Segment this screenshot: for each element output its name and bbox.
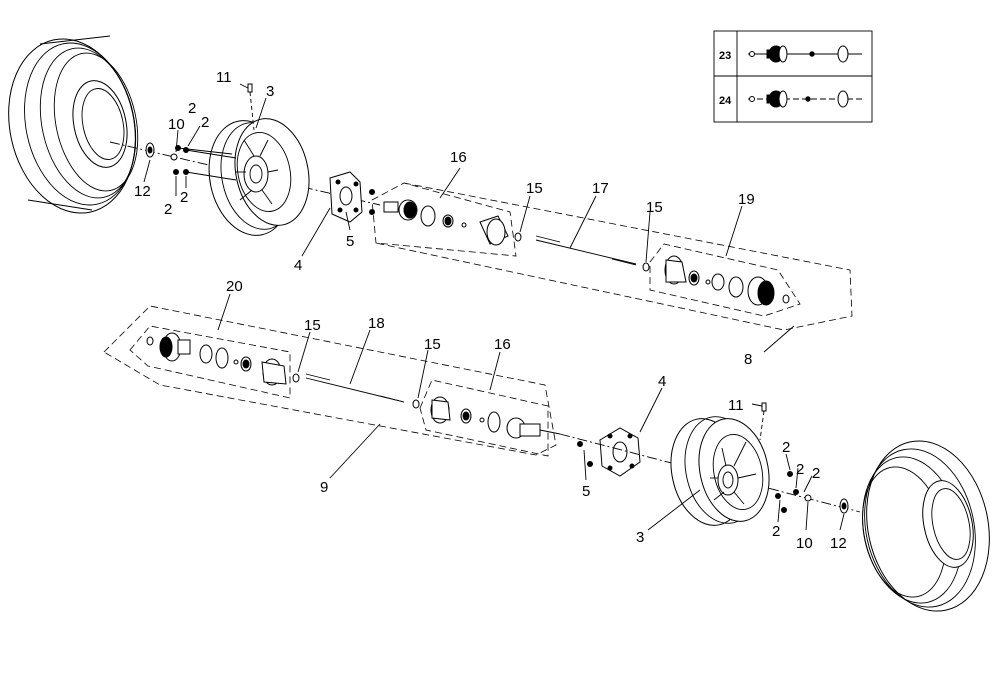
callout-15-upper-b: 15 (646, 199, 663, 216)
inset-row-23-parts (748, 45, 862, 63)
callout-19: 19 (738, 191, 755, 208)
lower-cv-joint-outer (146, 332, 300, 386)
callout-11-upper: 11 (216, 69, 232, 86)
callout-2-upper-a: 2 (188, 100, 196, 117)
lower-hub (577, 427, 641, 477)
callout-16-upper: 16 (450, 149, 467, 166)
callout-10-upper: 10 (168, 116, 185, 133)
group-16-lower-outline (419, 379, 549, 457)
callout-labels: 11 3 10 2 2 12 2 2 4 5 16 15 17 15 19 8 … (134, 69, 847, 552)
lower-cv-joint-inner (430, 396, 561, 439)
callout-3-upper: 3 (266, 83, 274, 100)
callout-10-lower: 10 (796, 535, 813, 552)
callout-2-upper-d: 2 (180, 189, 188, 206)
upper-cv-joint-inner (664, 255, 790, 306)
upper-tire (8, 35, 139, 214)
group-20-outline (129, 325, 291, 399)
upper-cv-joint-outer (383, 199, 522, 246)
callout-2-lower-a: 2 (782, 439, 790, 456)
callout-11-lower: 11 (728, 397, 744, 414)
callout-4-lower: 4 (658, 373, 666, 390)
callout-2-upper-c: 2 (164, 201, 172, 218)
callout-16-lower: 16 (494, 336, 511, 353)
callout-9: 9 (320, 479, 328, 496)
callout-2-lower-c: 2 (812, 465, 820, 482)
callout-17: 17 (592, 180, 609, 197)
group-19-outline (649, 243, 801, 317)
callout-4-upper: 4 (294, 257, 302, 274)
group-8-outline (375, 182, 853, 331)
upper-small-parts (145, 83, 255, 181)
inset-row-23-number: 23 (719, 50, 731, 62)
lower-tire (862, 440, 990, 612)
callout-3-lower: 3 (636, 529, 644, 546)
group-16-upper-outline (371, 182, 517, 257)
callout-12-upper: 12 (134, 183, 151, 200)
callout-20: 20 (226, 278, 243, 295)
inset-row-24-parts (748, 90, 862, 108)
callout-15-upper-a: 15 (526, 180, 543, 197)
callout-15-lower-b: 15 (424, 336, 441, 353)
lower-shaft-18 (305, 373, 420, 409)
inset-row-24-number: 24 (719, 95, 732, 107)
lower-wheel-rim (670, 416, 770, 526)
callout-5-lower: 5 (582, 483, 590, 500)
callout-2-lower-d: 2 (772, 523, 780, 540)
callout-2-lower-b: 2 (796, 461, 804, 478)
callout-12-lower: 12 (830, 535, 847, 552)
inset-table: 23 24 (713, 30, 873, 123)
leader-lines (143, 83, 845, 531)
upper-wheel-rim (208, 118, 310, 236)
group-9-outline (103, 305, 557, 456)
upper-hub (329, 171, 375, 223)
callout-8: 8 (744, 351, 752, 368)
callout-18: 18 (368, 315, 385, 332)
callout-2-upper-b: 2 (201, 114, 209, 131)
callout-15-lower-a: 15 (304, 317, 321, 334)
callout-5-upper: 5 (346, 233, 354, 250)
lower-small-parts (759, 402, 849, 514)
upper-shaft-17 (535, 235, 650, 272)
